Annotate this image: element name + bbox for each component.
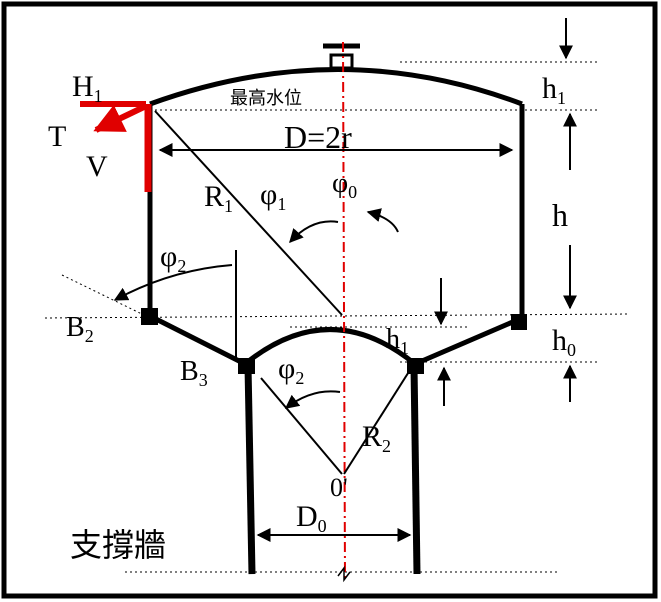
phi0-arc — [366, 208, 399, 233]
support-wall-left — [244, 365, 256, 575]
force-t-arrow — [93, 103, 148, 133]
label-max-water-level: 最高水位 — [230, 88, 302, 109]
radius-r2-left-line — [260, 377, 343, 475]
label-phi0: φ0 — [332, 168, 357, 202]
label-phi2-center: φ2 — [278, 352, 304, 388]
label-phi1: φ1 — [260, 178, 286, 214]
break-mark — [337, 565, 351, 583]
vent-cap — [329, 53, 354, 70]
label-b2: B2 — [66, 312, 94, 346]
label-d0: D0 — [296, 500, 327, 536]
label-diameter: D=2r — [284, 119, 352, 155]
label-r2: R2 — [362, 420, 391, 456]
inner-dome — [243, 327, 417, 366]
label-dim-h0: h0 — [552, 324, 576, 360]
right-cone — [414, 315, 523, 367]
label-t: T — [48, 120, 66, 153]
joint-right-top — [511, 314, 527, 330]
label-inner-h: h1 — [386, 324, 409, 358]
label-r1: R1 — [204, 180, 233, 216]
tangent-line — [61, 274, 151, 319]
label-o-prime: 0' — [330, 473, 348, 502]
joint-right-bottom — [407, 358, 424, 374]
left-cone — [148, 313, 247, 367]
bottom-tank-line — [44, 313, 631, 319]
label-dim-h1: h1 — [542, 72, 566, 108]
joint-b3 — [238, 358, 255, 374]
radius-r2-right-line — [343, 369, 411, 475]
top-dome — [149, 67, 523, 107]
label-dim-h: h — [552, 197, 568, 233]
label-phi2-left: φ2 — [160, 240, 186, 276]
center-axis — [342, 41, 346, 581]
label-v: V — [86, 150, 108, 183]
joint-b2 — [141, 308, 158, 325]
support-wall-right — [410, 365, 421, 575]
phi2-arc-left — [113, 264, 233, 301]
label-h1: H1 — [72, 70, 103, 106]
phi1-arc — [289, 220, 339, 244]
phi2-arc-center — [284, 390, 341, 409]
label-b3: B3 — [180, 356, 208, 390]
label-support-wall: 支撐牆 — [70, 526, 166, 564]
